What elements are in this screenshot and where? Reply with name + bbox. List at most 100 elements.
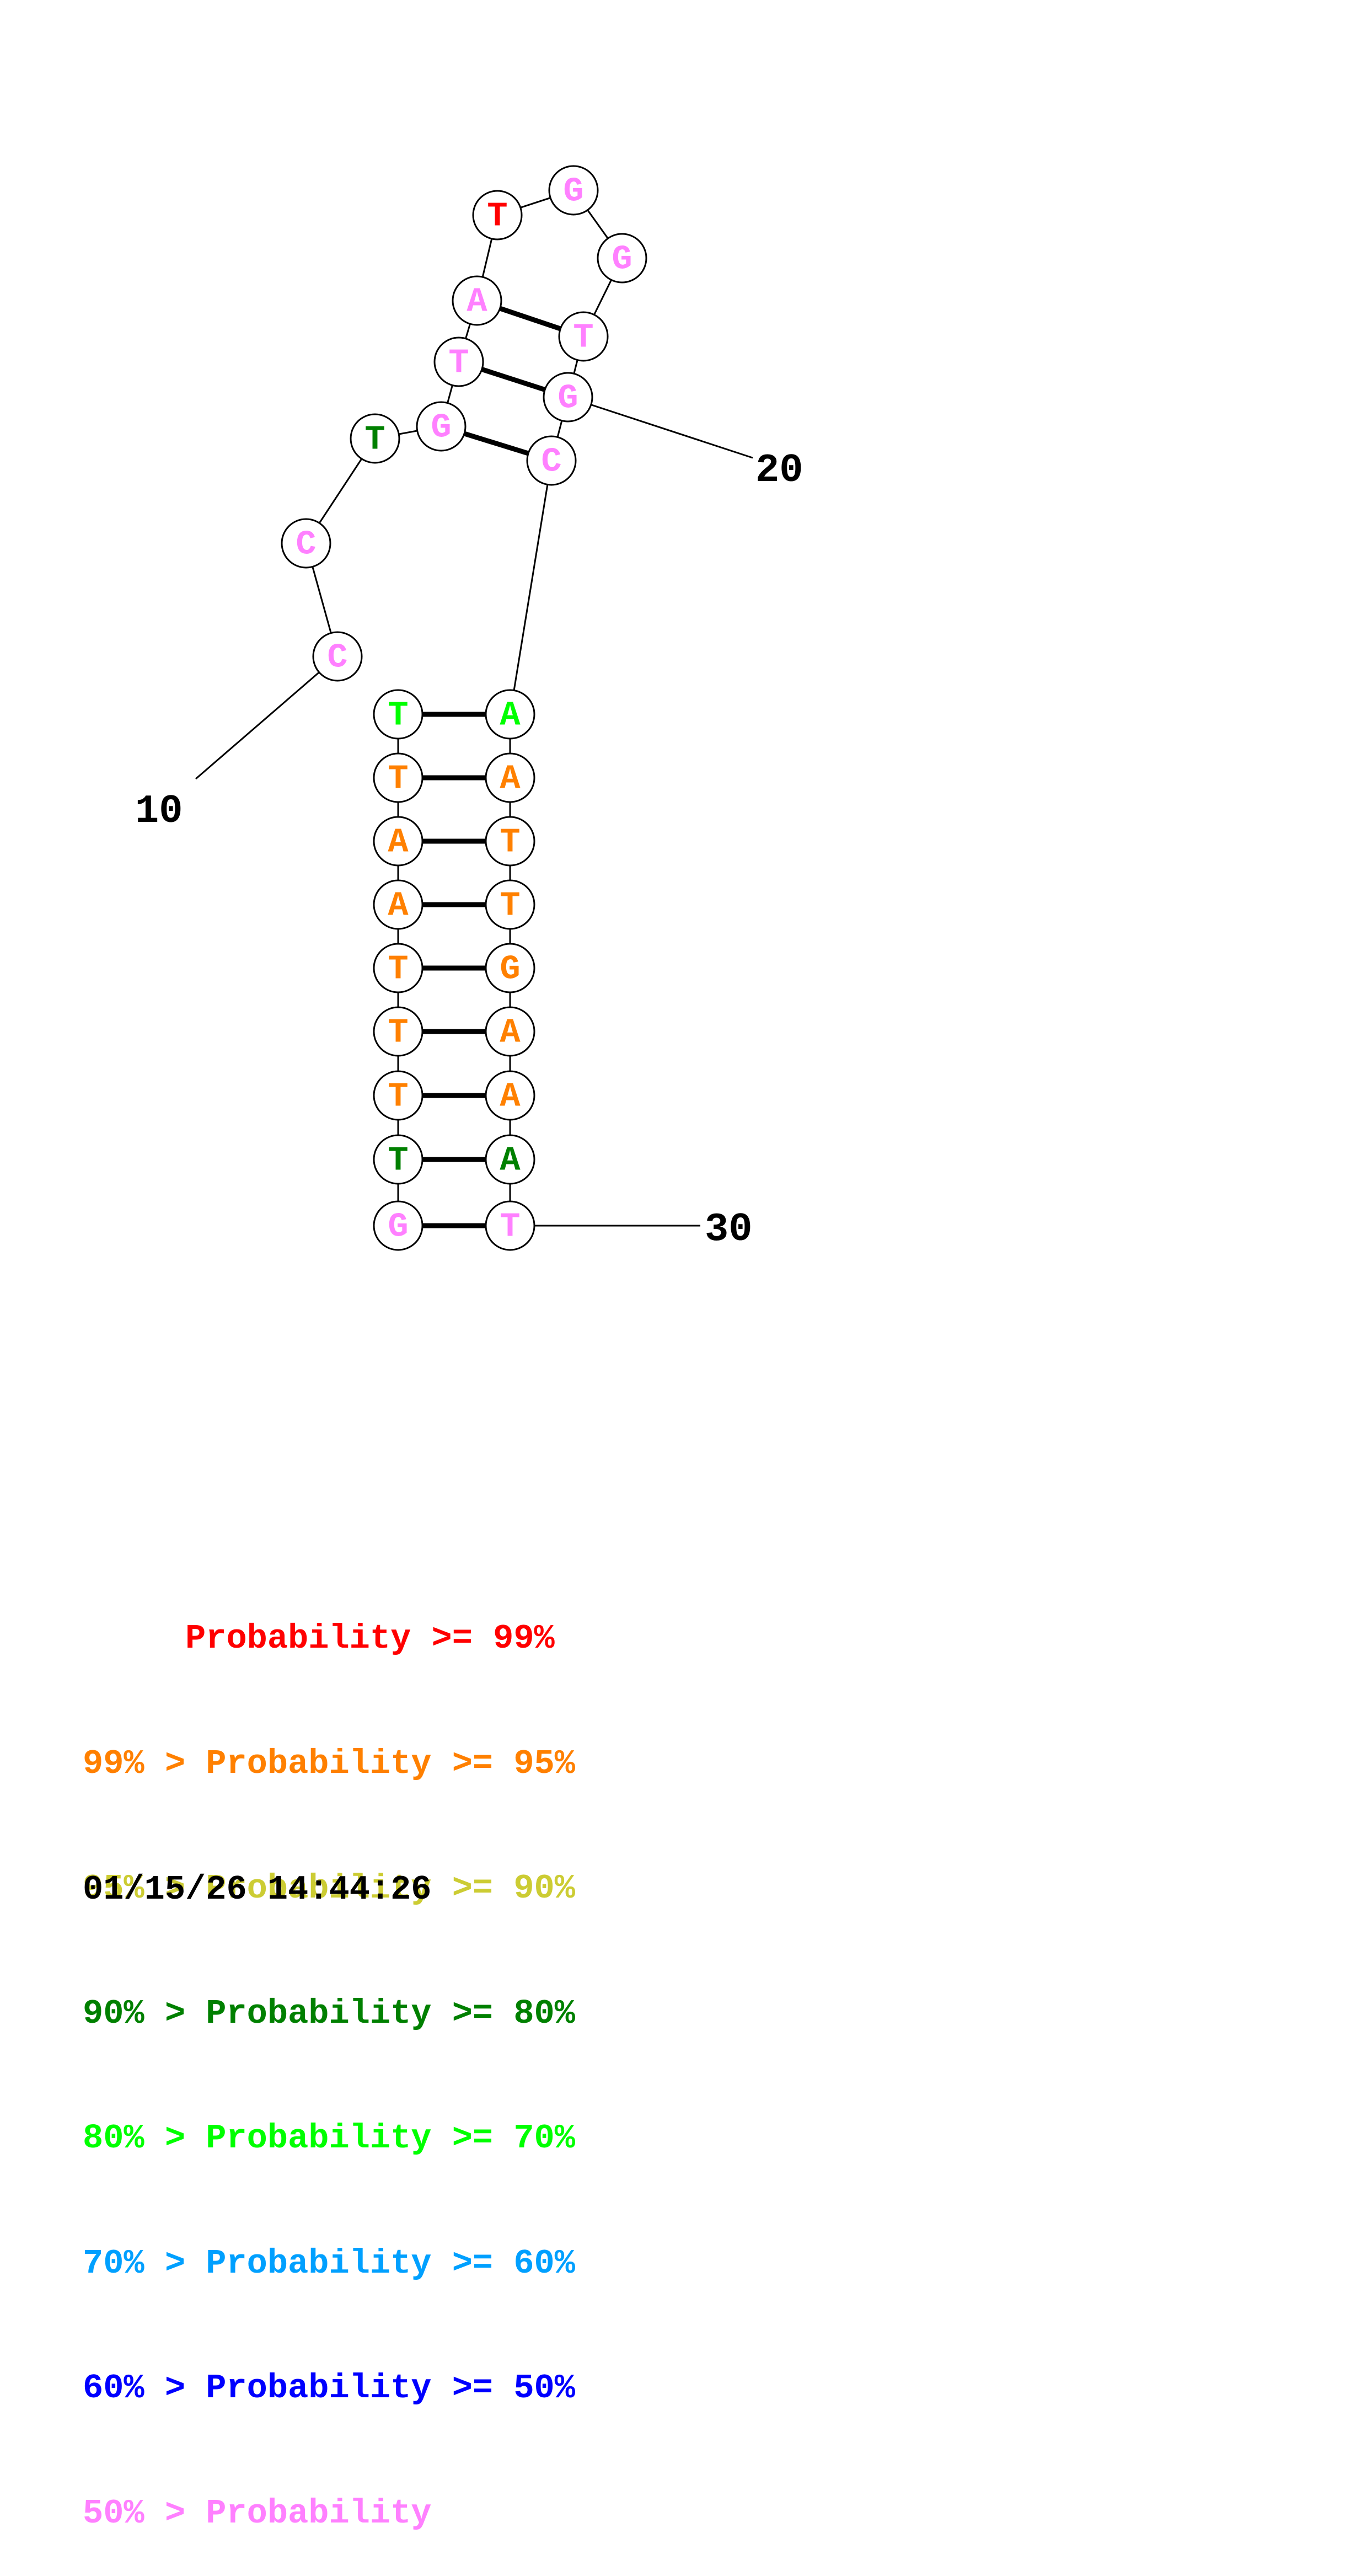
nucleotide: T	[373, 1006, 423, 1057]
nucleotide: A	[452, 275, 502, 326]
nucleotide-circle	[558, 311, 609, 362]
nucleotide-letter: T	[500, 1207, 520, 1247]
nucleotide: T	[373, 943, 423, 993]
nucleotide-circle	[548, 165, 599, 216]
nucleotide-letter: A	[500, 760, 521, 799]
nucleotide-circle	[433, 336, 484, 387]
nucleotide: A	[485, 689, 535, 740]
nucleotide-letter: T	[388, 1141, 408, 1180]
nucleotide-circle	[485, 1200, 535, 1251]
nucleotide-circle	[373, 1134, 423, 1185]
nucleotide: T	[373, 1070, 423, 1121]
backbone-segment	[509, 460, 553, 715]
legend-line-7: 60% > Probability >= 50%	[83, 2369, 575, 2408]
nucleotide: C	[312, 631, 363, 682]
nucleotide-letter: T	[448, 344, 469, 383]
nucleotide-circle	[597, 233, 647, 284]
nucleotide-circle	[373, 816, 423, 867]
nucleotide: G	[373, 1200, 423, 1251]
nucleotide-letter: T	[388, 1077, 408, 1116]
nucleotide-circle	[373, 1070, 423, 1121]
nucleotide-circle	[373, 879, 423, 930]
nucleotide-circle	[485, 689, 535, 740]
nucleotide-circle	[373, 752, 423, 803]
nucleotide-letter: T	[388, 950, 408, 989]
nucleotide-circle	[373, 943, 423, 993]
nucleotide-letter: C	[327, 638, 347, 677]
nucleotide: T	[373, 1134, 423, 1185]
nucleotide: T	[485, 816, 535, 867]
nucleotide-letter: T	[388, 760, 408, 799]
nucleotide-letter: C	[541, 442, 561, 482]
legend-line-1: Probability >= 99%	[83, 1619, 555, 1658]
nucleotide-circle	[526, 435, 577, 486]
nucleotide: A	[485, 1006, 535, 1057]
nucleotide-circle	[281, 518, 331, 569]
nucleotide-circle	[373, 1200, 423, 1251]
nucleotide-letter: T	[388, 696, 408, 735]
legend-line-5: 80% > Probability >= 70%	[83, 2119, 575, 2158]
nucleotide-circle	[485, 752, 535, 803]
nucleotide: G	[485, 943, 535, 993]
nucleotide-letter: A	[500, 696, 521, 735]
nucleotide: T	[558, 311, 609, 362]
nucleotide: A	[485, 1134, 535, 1185]
nucleotide-letter: T	[388, 1013, 408, 1052]
nucleotide: G	[597, 233, 647, 284]
nucleotide-letter: A	[500, 1141, 521, 1180]
nucleotide: T	[373, 689, 423, 740]
index-label: 30	[705, 1207, 752, 1252]
legend-line-4: 90% > Probability >= 80%	[83, 1994, 575, 2033]
nucleotide-letter: G	[388, 1207, 408, 1247]
nucleotide-circle	[543, 372, 593, 423]
nucleotide-circle	[350, 413, 400, 464]
nucleotide-circle	[485, 943, 535, 993]
nucleotide: G	[548, 165, 599, 216]
nucleotide-letter: T	[500, 823, 520, 862]
nucleotide-letter: T	[487, 197, 507, 236]
nucleotide-circle	[312, 631, 363, 682]
nucleotide-circle	[452, 275, 502, 326]
nucleotide: T	[350, 413, 400, 464]
nucleotide-letter: A	[388, 823, 409, 862]
nucleotide-circle	[485, 1006, 535, 1057]
timestamp: 01/15/26 14:44:26	[83, 1870, 432, 1909]
nucleotide-circle	[485, 879, 535, 930]
nucleotide-circle	[472, 190, 523, 241]
nucleotide-letter: G	[500, 950, 520, 989]
nucleotide-letter: A	[500, 1013, 521, 1052]
nucleotide: C	[526, 435, 577, 486]
nucleotide: T	[472, 190, 523, 241]
nucleotide-letter: T	[573, 318, 593, 357]
probability-legend: Probability >= 99% 99% > Probability >= …	[83, 1535, 575, 2576]
index-tick	[567, 396, 753, 459]
nucleotide: A	[485, 752, 535, 803]
nucleotide-letter: G	[563, 172, 583, 211]
nucleotide-circle	[373, 689, 423, 740]
legend-line-6: 70% > Probability >= 60%	[83, 2243, 575, 2283]
legend-line-3: 95% > Probability >= 90%	[83, 1869, 575, 1908]
nucleotide: G	[543, 372, 593, 423]
legend-line-2: 99% > Probability >= 95%	[83, 1744, 575, 1783]
nucleotide: A	[485, 1070, 535, 1121]
legend-line-8: 50% > Probability	[83, 2493, 432, 2533]
nucleotide-circle	[485, 1070, 535, 1121]
nucleotide: A	[373, 816, 423, 867]
nucleotide-circle	[485, 816, 535, 867]
nucleotide-letter: G	[431, 408, 451, 447]
index-label: 20	[755, 448, 803, 493]
nucleotide-letter: G	[612, 240, 632, 279]
nucleotide: T	[485, 879, 535, 930]
nucleotide-circle	[485, 1134, 535, 1185]
nucleotide: T	[373, 752, 423, 803]
nucleotide: G	[416, 401, 467, 452]
nucleotide: T	[485, 1200, 535, 1251]
nucleotide-circle	[373, 1006, 423, 1057]
nucleotide: T	[433, 336, 484, 387]
nucleotide: A	[373, 879, 423, 930]
nucleotide-letter: A	[467, 282, 487, 322]
index-tick-layer	[195, 396, 753, 1227]
